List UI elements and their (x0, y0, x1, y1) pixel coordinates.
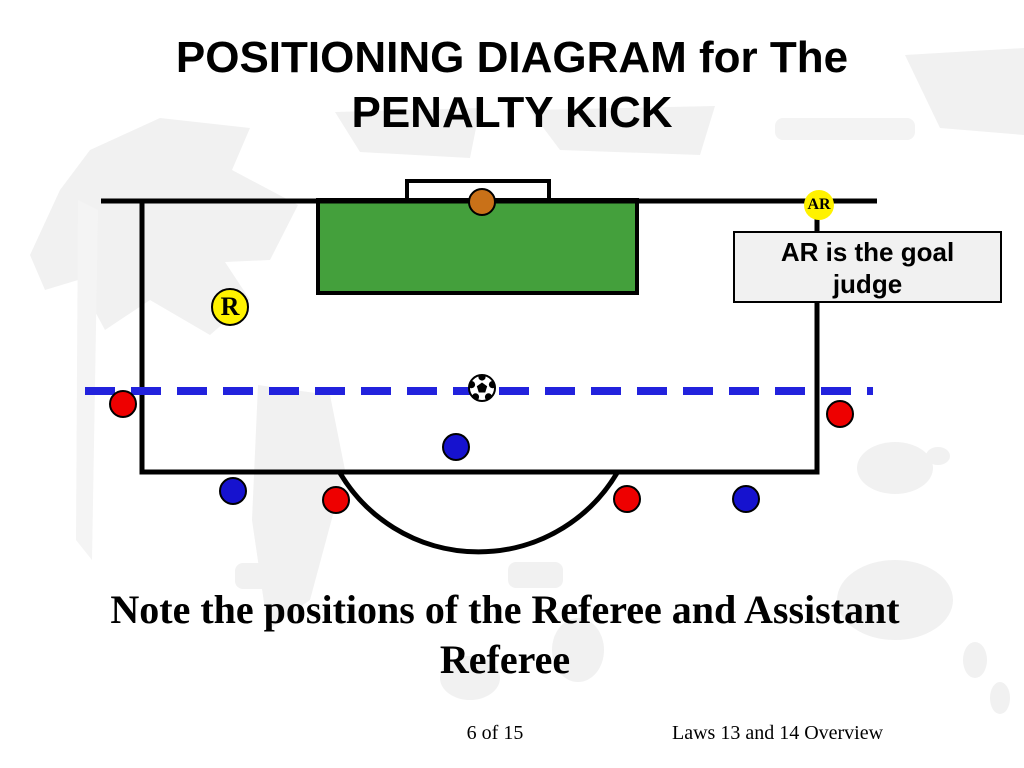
blue-player-dot (732, 485, 760, 513)
red-player-dot (109, 390, 137, 418)
red-player-dot (826, 400, 854, 428)
red-player-dot (322, 486, 350, 514)
goal-area-rect (316, 198, 639, 295)
ar-goal-judge-callout: AR is the goal judge (733, 231, 1002, 303)
soccer-ball-icon (468, 374, 496, 402)
note-line-1: Note the positions of the Referee and As… (110, 587, 900, 632)
penalty-arc (337, 471, 620, 555)
ar-callout-line-1: AR is the goal (780, 237, 955, 267)
ar-callout-line-2: judge (832, 269, 903, 299)
referee-marker-label: R (220, 292, 240, 321)
slide-title-line-1: POSITIONING DIAGRAM for The (175, 33, 849, 82)
blue-player-dot (442, 433, 470, 461)
referee-marker: R (211, 288, 249, 326)
note-text: Note the positions of the Referee and As… (0, 585, 1010, 685)
slide-title: POSITIONING DIAGRAM for The PENALTY KICK (0, 30, 1024, 140)
note-line-2: Referee (439, 637, 571, 682)
red-player-dot (613, 485, 641, 513)
blue-player-dot (219, 477, 247, 505)
deck-title: Laws 13 and 14 Overview (672, 722, 884, 744)
page-number: 6 of 15 (466, 722, 524, 744)
assistant-referee-marker-label: AR (807, 196, 831, 213)
slide-title-line-2: PENALTY KICK (351, 88, 673, 137)
assistant-referee-marker: AR (804, 190, 834, 220)
goalkeeper-dot (468, 188, 496, 216)
